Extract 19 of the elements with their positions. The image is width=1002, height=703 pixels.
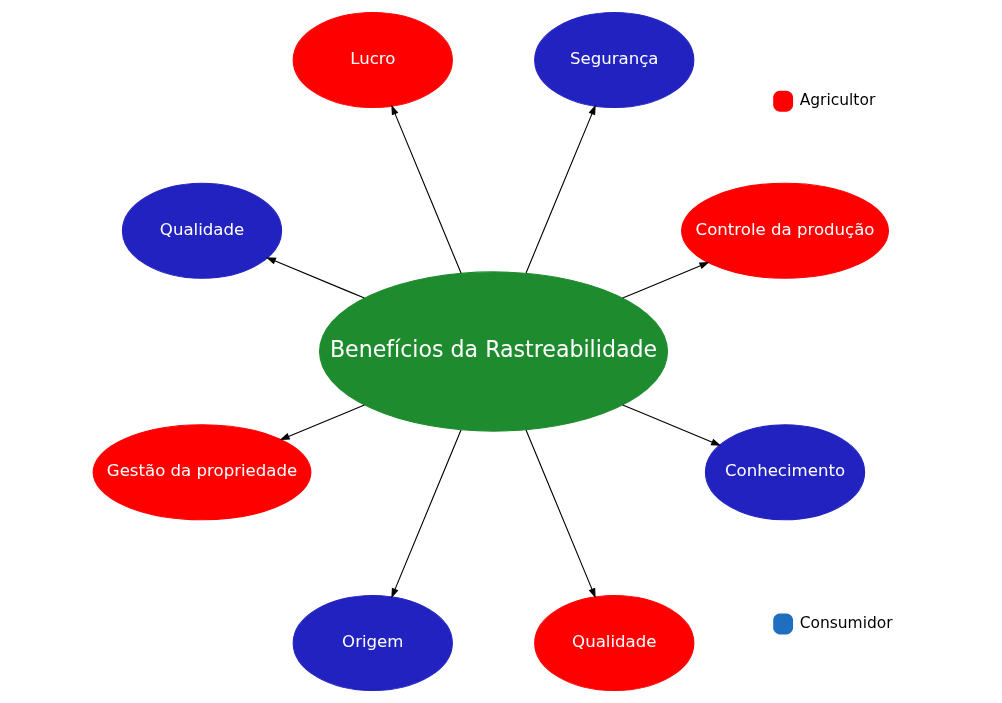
node-ellipse: Conhecimento	[704, 424, 866, 521]
arrow	[622, 404, 722, 446]
node-ellipse: Segurança	[534, 11, 695, 109]
legend-label: Agricultor	[799, 91, 876, 110]
arrow	[622, 262, 710, 299]
arrow	[525, 429, 596, 599]
node-ellipse: Controle da produção	[681, 182, 889, 279]
legend-label: Consumidor	[799, 614, 893, 633]
node-ellipse: Lucro	[292, 11, 453, 109]
node-ellipse: Gestão da propriedade	[92, 424, 312, 521]
arrow	[525, 104, 596, 274]
arrow	[391, 104, 462, 274]
node-ellipse: Qualidade	[534, 594, 695, 692]
arrow	[265, 257, 365, 299]
node-ellipse: Origem	[292, 594, 453, 692]
node-ellipse: Qualidade	[121, 182, 283, 279]
node-ellipse: Benefícios da Rastreabilidade	[318, 271, 669, 432]
arrow	[391, 429, 462, 599]
arrow	[279, 404, 365, 441]
